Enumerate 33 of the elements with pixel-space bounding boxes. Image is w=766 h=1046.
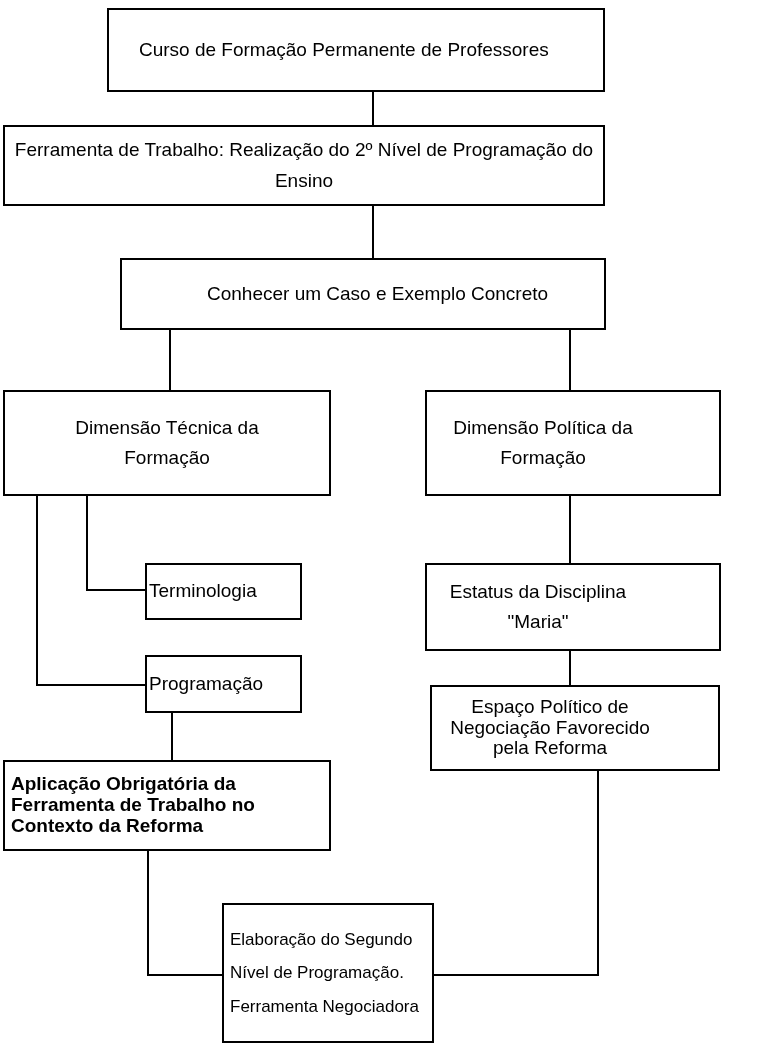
connector-line: [569, 329, 571, 391]
box-text: Curso de Formação Permanente de Professores: [139, 37, 549, 62]
process-box: [120, 258, 606, 330]
process-box: [3, 760, 331, 851]
box-text: Dimensão Técnica da Formação: [74, 415, 260, 470]
process-box: [145, 563, 302, 620]
process-box: [430, 685, 720, 771]
box-text: Elaboração do Segundo Nível de Programação. Ferramenta Negociadora: [230, 929, 420, 1018]
process-box: [425, 390, 721, 496]
process-box: [222, 903, 434, 1043]
process-box: [107, 8, 605, 92]
connector-line: [171, 712, 173, 761]
connector-line: [372, 91, 374, 126]
box-text: Conhecer um Caso e Exemplo Concreto: [207, 281, 549, 306]
connector-line: [569, 650, 571, 686]
box-text: Estatus da Disciplina "Maria": [448, 579, 628, 634]
process-box: [3, 125, 605, 206]
box-text: Espaço Político de Negociação Favorecido pela Reforma: [449, 696, 651, 760]
connector-line: [86, 495, 146, 591]
connector-line: [147, 850, 223, 976]
box-text: Aplicação Obrigatória da Ferramenta de Trabalho no Contexto da Reforma: [11, 774, 256, 837]
connector-line: [433, 770, 599, 976]
box-text: Ferramenta de Trabalho: Realização do 2º Nível de Programação do Ensino: [13, 138, 595, 193]
box-text: Programação: [149, 671, 264, 696]
process-box: [3, 390, 331, 496]
connector-line: [169, 329, 171, 391]
box-text: Dimensão Política da Formação: [452, 415, 634, 470]
box-text: Terminologia: [149, 579, 257, 604]
connector-line: [36, 495, 146, 686]
connector-line: [569, 495, 571, 564]
process-box: [425, 563, 721, 651]
connector-line: [372, 205, 374, 259]
process-box: [145, 655, 302, 713]
